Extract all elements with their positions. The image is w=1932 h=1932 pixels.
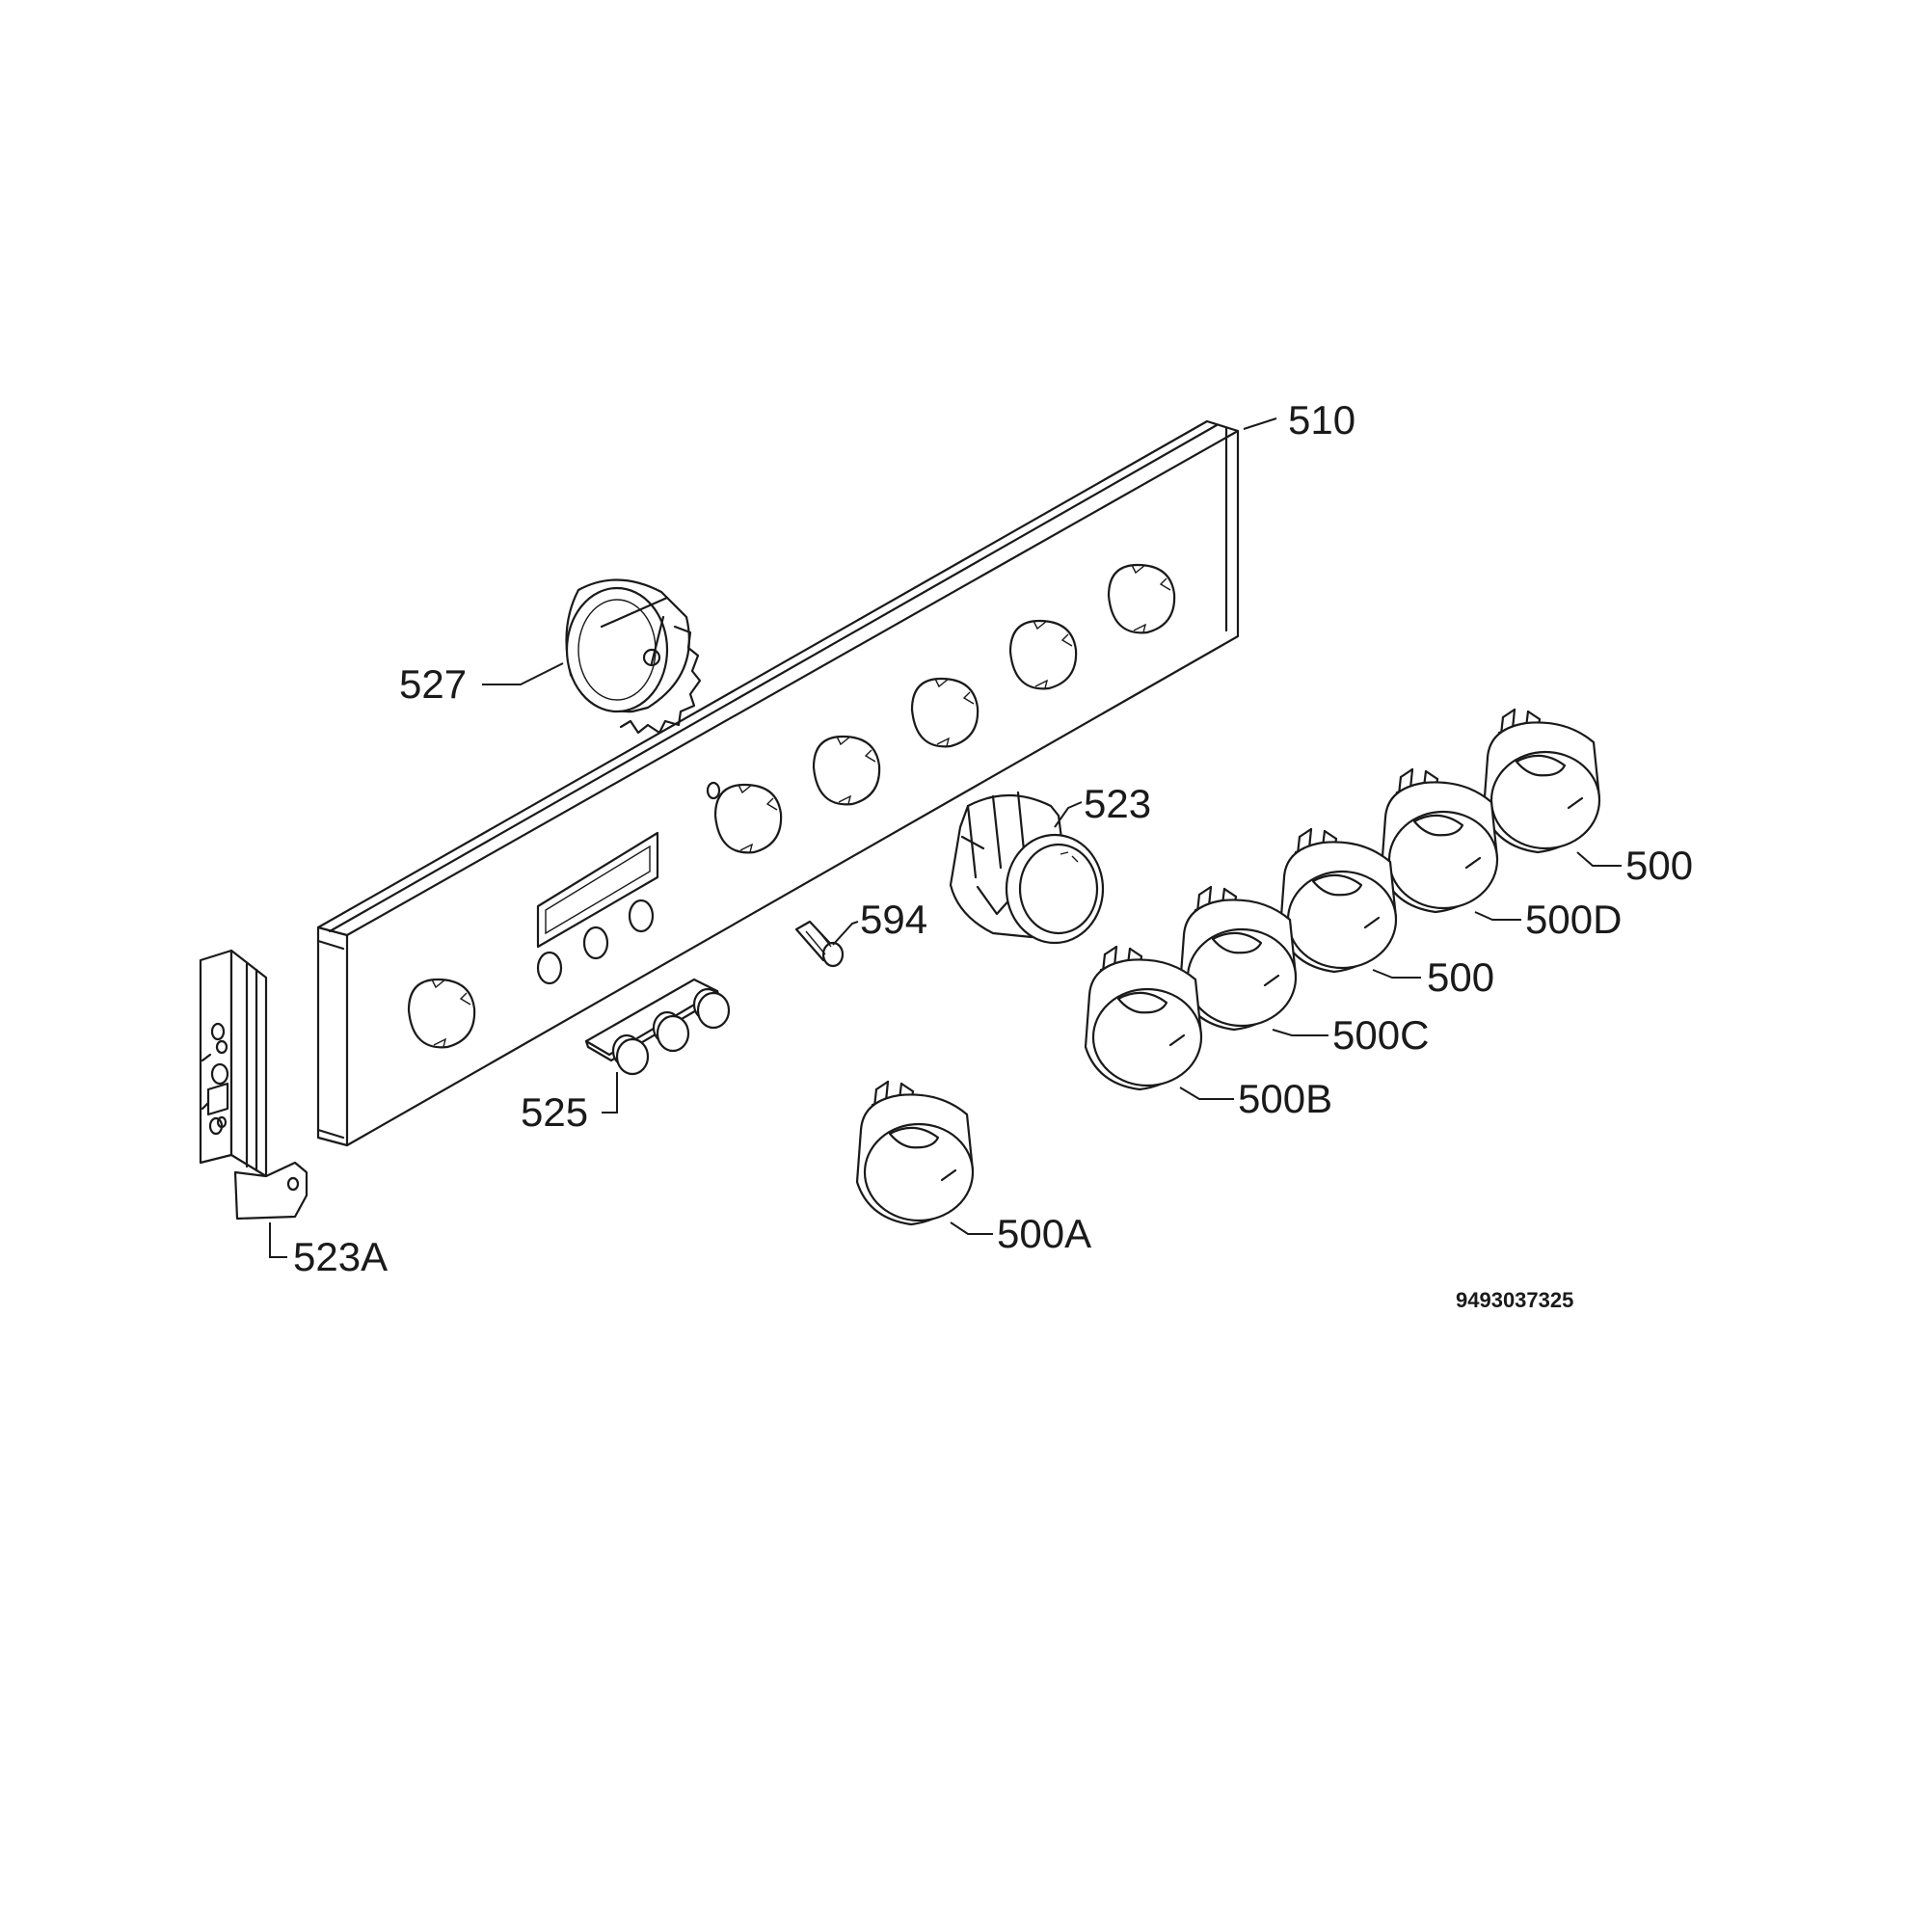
leader-lines — [269, 417, 1622, 1258]
diagram-code: 9493037325 — [1456, 1288, 1573, 1312]
control-panel — [316, 419, 1240, 1147]
label-500d: 500D — [1525, 897, 1622, 942]
label-594: 594 — [860, 897, 927, 942]
label-525: 525 — [521, 1089, 588, 1135]
label-500b: 500B — [1238, 1076, 1332, 1121]
knob-500-mid — [1278, 827, 1398, 974]
label-500-mid: 500 — [1427, 954, 1494, 1000]
knob-500d — [1380, 767, 1499, 914]
knob-500a — [855, 1080, 975, 1226]
label-523a: 523A — [293, 1234, 388, 1279]
knob-500-top — [1482, 708, 1601, 854]
mounting-bracket — [199, 949, 309, 1221]
label-500c: 500C — [1332, 1012, 1429, 1058]
ring-bezel — [565, 578, 702, 735]
label-510: 510 — [1288, 397, 1355, 443]
small-pin — [794, 920, 845, 968]
label-500a: 500A — [997, 1211, 1091, 1256]
label-500-top: 500 — [1625, 843, 1693, 888]
button-set — [584, 978, 731, 1076]
push-switch — [949, 791, 1105, 945]
label-523: 523 — [1084, 781, 1151, 826]
label-527: 527 — [399, 661, 467, 707]
